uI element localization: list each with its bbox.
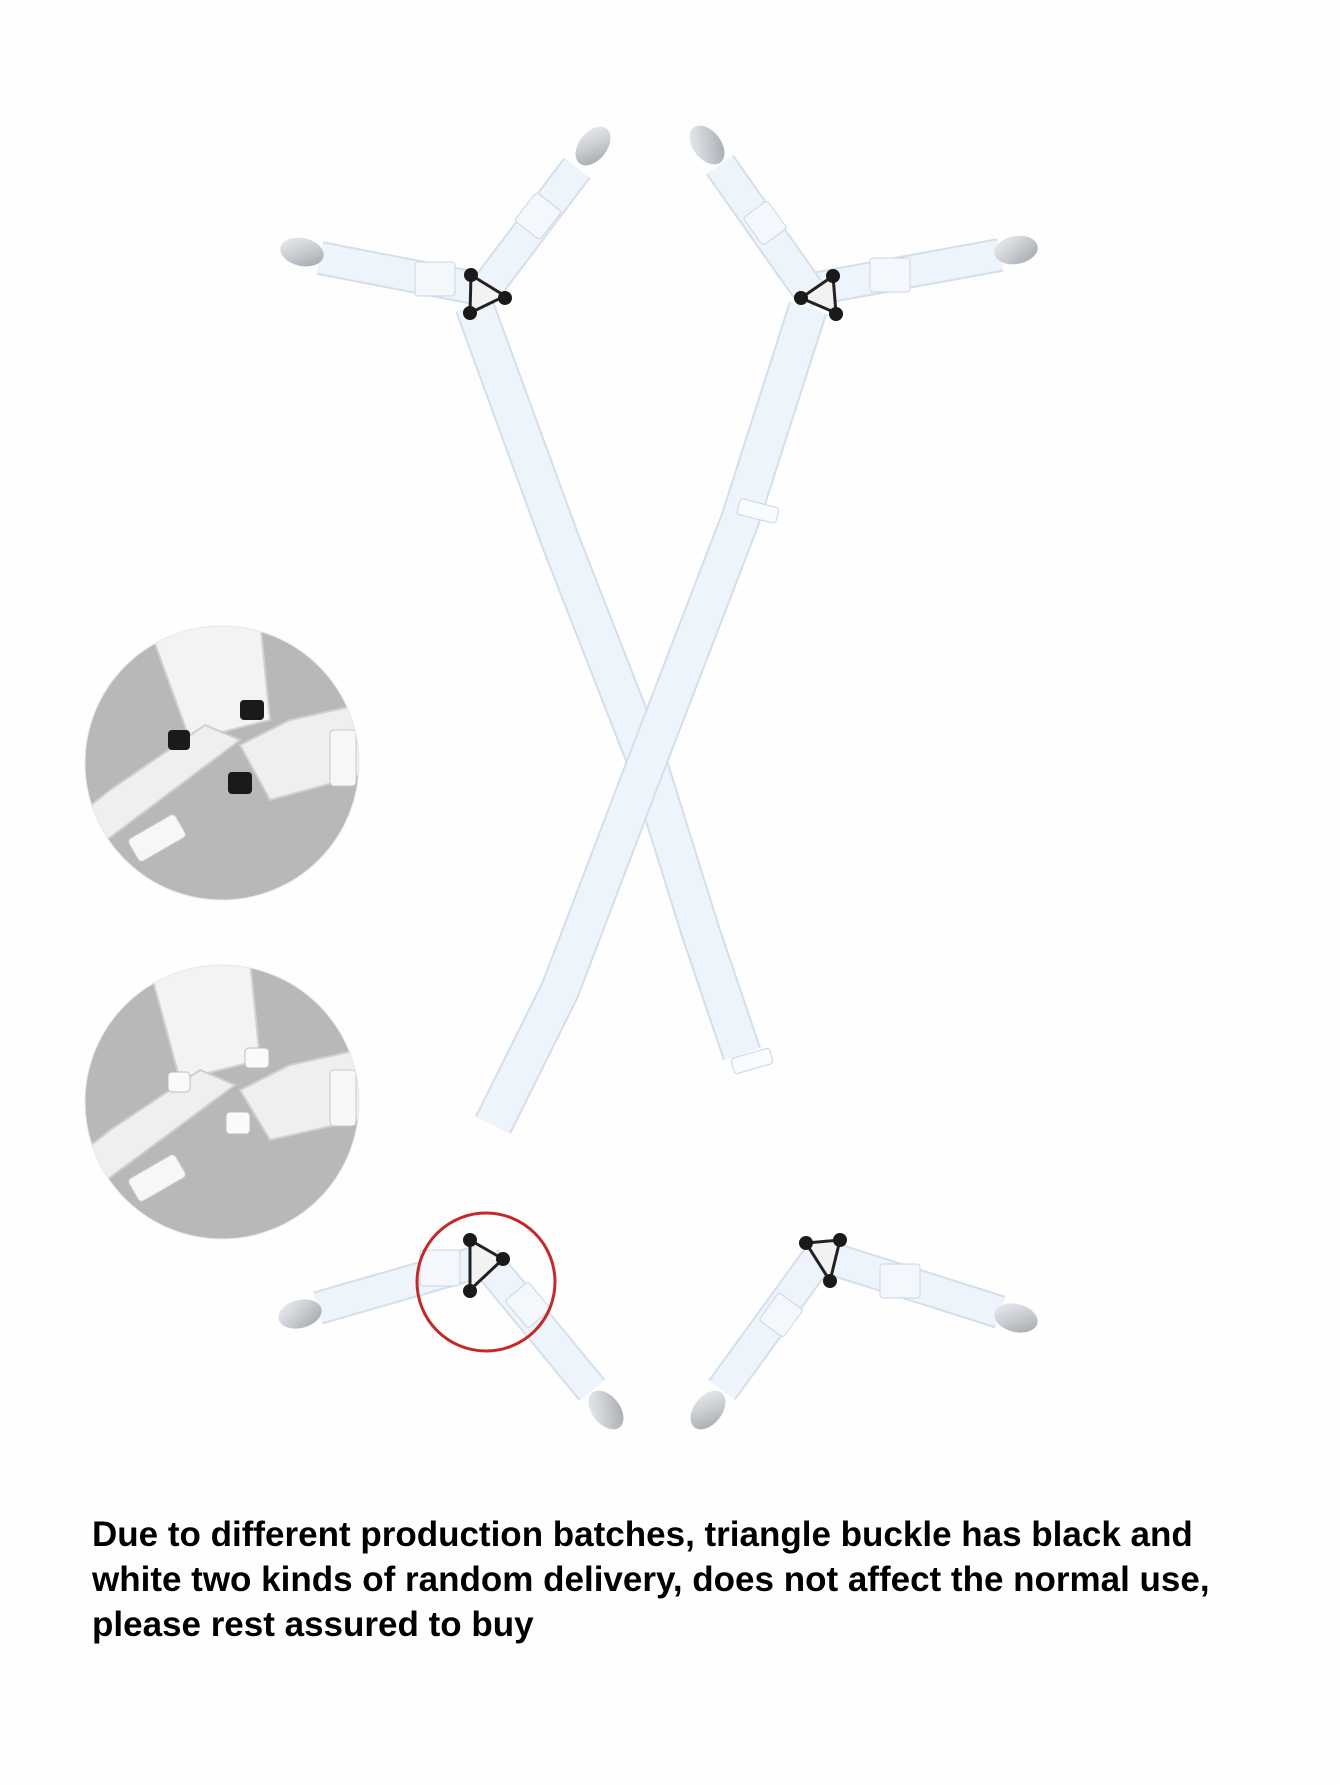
bottom-left-strap-assembly	[278, 1233, 624, 1430]
black-triangle-buckle-closeup	[85, 626, 359, 900]
top-left-strap-assembly	[280, 126, 611, 320]
highlight-circle-icon	[415, 1211, 557, 1353]
white-triangle-buckle-closeup	[85, 965, 359, 1239]
delivery-note-caption: Due to different production batches, tri…	[92, 1515, 1210, 1644]
bottom-right-strap-assembly	[690, 1233, 1038, 1430]
crossing-straps	[455, 298, 828, 1134]
top-right-strap-assembly	[689, 125, 1038, 321]
